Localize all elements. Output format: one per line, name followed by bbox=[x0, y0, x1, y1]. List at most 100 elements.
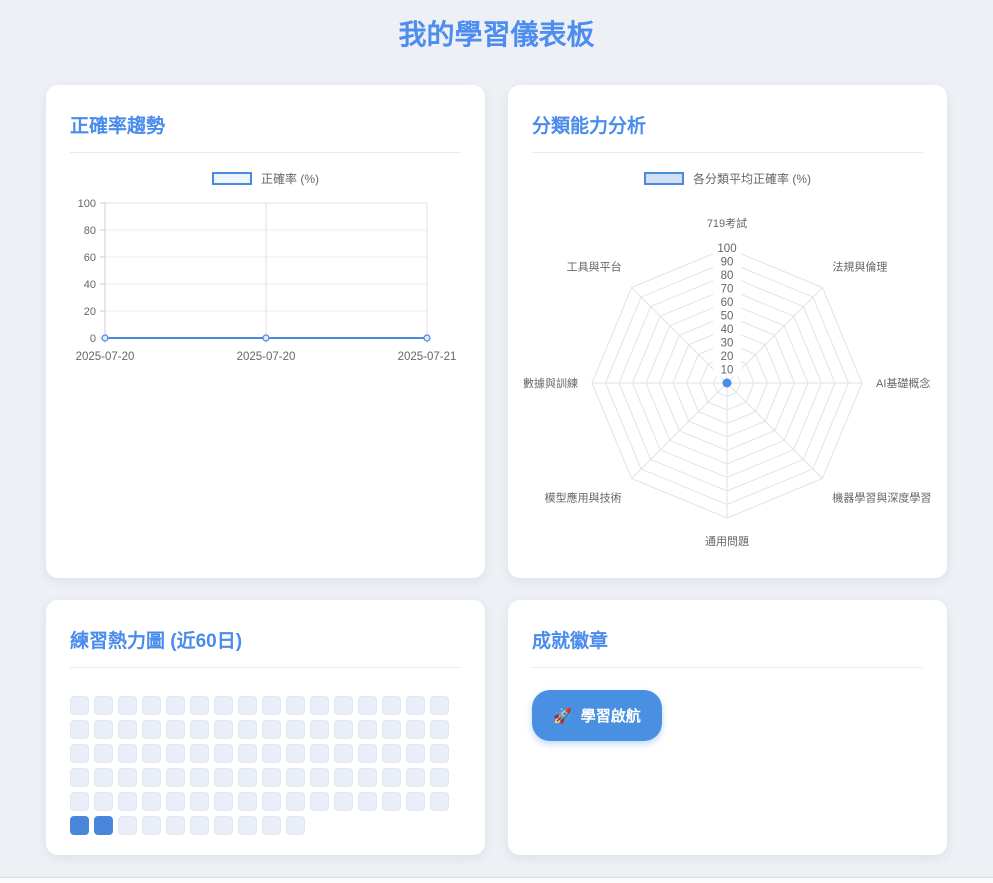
heatmap-cell bbox=[310, 696, 329, 715]
svg-text:90: 90 bbox=[721, 257, 734, 269]
heatmap-cell bbox=[406, 768, 425, 787]
svg-text:719考試: 719考試 bbox=[707, 216, 747, 230]
heatmap-cell bbox=[94, 696, 113, 715]
heatmap-cell bbox=[334, 720, 353, 739]
heatmap-cell bbox=[406, 792, 425, 811]
svg-text:工具與平台: 工具與平台 bbox=[567, 260, 622, 274]
svg-text:100: 100 bbox=[717, 243, 736, 255]
heatmap-cell bbox=[166, 744, 185, 763]
radar-chart-canvas: 102030405060708090100719考試法規與倫理AI基礎概念機器學… bbox=[523, 216, 931, 548]
heatmap-cell bbox=[358, 792, 377, 811]
heatmap-cell bbox=[166, 768, 185, 787]
heatmap-cell bbox=[262, 792, 281, 811]
heatmap-cell bbox=[118, 720, 137, 739]
heatmap-cell bbox=[214, 696, 233, 715]
heatmap-cell bbox=[142, 768, 161, 787]
svg-text:30: 30 bbox=[721, 338, 734, 350]
heatmap-cell bbox=[286, 816, 305, 835]
svg-text:20: 20 bbox=[721, 351, 734, 363]
heatmap-cell bbox=[118, 816, 137, 835]
trend-legend-label: 正確率 (%) bbox=[261, 172, 319, 186]
heatmap-cell bbox=[94, 720, 113, 739]
rocket-icon: 🚀 bbox=[553, 707, 572, 725]
practice-heatmap-title: 練習熱力圖 (近60日) bbox=[70, 626, 461, 668]
heatmap-cell bbox=[190, 744, 209, 763]
heatmap-cell bbox=[238, 744, 257, 763]
heatmap-cell bbox=[142, 696, 161, 715]
svg-text:2025-07-20: 2025-07-20 bbox=[76, 351, 135, 363]
badge-learning-launch: 🚀 學習啟航 bbox=[532, 690, 662, 741]
heatmap-cell bbox=[190, 720, 209, 739]
heatmap-cell bbox=[142, 720, 161, 739]
heatmap-cell bbox=[70, 816, 89, 835]
svg-text:模型應用與技術: 模型應用與技術 bbox=[545, 490, 622, 504]
trend-legend-item[interactable]: 正確率 (%) bbox=[70, 170, 461, 187]
category-radar-title: 分類能力分析 bbox=[532, 111, 923, 153]
heatmap-cell bbox=[94, 744, 113, 763]
svg-text:80: 80 bbox=[84, 225, 96, 237]
svg-text:數據與訓練: 數據與訓練 bbox=[523, 376, 578, 390]
heatmap-cell bbox=[142, 744, 161, 763]
heatmap-cell bbox=[70, 792, 89, 811]
heatmap-cell bbox=[358, 720, 377, 739]
svg-text:40: 40 bbox=[721, 324, 734, 336]
heatmap-cell bbox=[382, 720, 401, 739]
heatmap-cell bbox=[286, 720, 305, 739]
heatmap-cell bbox=[238, 720, 257, 739]
practice-heatmap-grid bbox=[70, 696, 450, 835]
svg-text:20: 20 bbox=[84, 306, 96, 318]
accuracy-trend-title: 正確率趨勢 bbox=[70, 111, 461, 153]
svg-text:100: 100 bbox=[78, 198, 96, 210]
radar-legend-item[interactable]: 各分類平均正確率 (%) bbox=[532, 170, 923, 187]
heatmap-cell bbox=[382, 792, 401, 811]
heatmap-cell bbox=[118, 792, 137, 811]
heatmap-cell bbox=[190, 816, 209, 835]
heatmap-cell bbox=[334, 744, 353, 763]
svg-text:70: 70 bbox=[721, 284, 734, 296]
heatmap-cell bbox=[334, 768, 353, 787]
heatmap-cell bbox=[190, 792, 209, 811]
heatmap-cell bbox=[142, 816, 161, 835]
card-achievement-badges: 成就徽章 🚀 學習啟航 bbox=[508, 600, 947, 855]
heatmap-cell bbox=[430, 768, 449, 787]
heatmap-cell bbox=[430, 744, 449, 763]
heatmap-cell bbox=[94, 792, 113, 811]
heatmap-cell bbox=[214, 816, 233, 835]
heatmap-cell bbox=[238, 792, 257, 811]
radar-legend-swatch bbox=[644, 172, 684, 185]
radar-legend-label: 各分類平均正確率 (%) bbox=[693, 172, 811, 186]
heatmap-cell bbox=[406, 720, 425, 739]
heatmap-cell bbox=[70, 696, 89, 715]
heatmap-cell bbox=[214, 744, 233, 763]
badge-label: 學習啟航 bbox=[580, 708, 641, 725]
heatmap-cell bbox=[70, 720, 89, 739]
page-bottom-divider bbox=[0, 877, 993, 883]
heatmap-cell bbox=[406, 744, 425, 763]
heatmap-cell bbox=[166, 696, 185, 715]
heatmap-cell bbox=[358, 744, 377, 763]
trend-legend-swatch bbox=[212, 172, 252, 185]
heatmap-cell bbox=[310, 792, 329, 811]
achievement-badges-title: 成就徽章 bbox=[532, 626, 923, 668]
heatmap-cell bbox=[286, 792, 305, 811]
svg-text:10: 10 bbox=[721, 365, 734, 377]
heatmap-cell bbox=[190, 768, 209, 787]
heatmap-cell bbox=[334, 696, 353, 715]
heatmap-cell bbox=[262, 768, 281, 787]
svg-text:80: 80 bbox=[721, 270, 734, 282]
heatmap-cell bbox=[358, 768, 377, 787]
heatmap-cell bbox=[166, 792, 185, 811]
heatmap-cell bbox=[238, 768, 257, 787]
heatmap-cell bbox=[262, 720, 281, 739]
heatmap-cell bbox=[310, 744, 329, 763]
svg-text:0: 0 bbox=[90, 333, 96, 345]
heatmap-cell bbox=[94, 768, 113, 787]
svg-text:AI基礎概念: AI基礎概念 bbox=[876, 376, 930, 390]
heatmap-cell bbox=[262, 816, 281, 835]
heatmap-cell bbox=[406, 696, 425, 715]
